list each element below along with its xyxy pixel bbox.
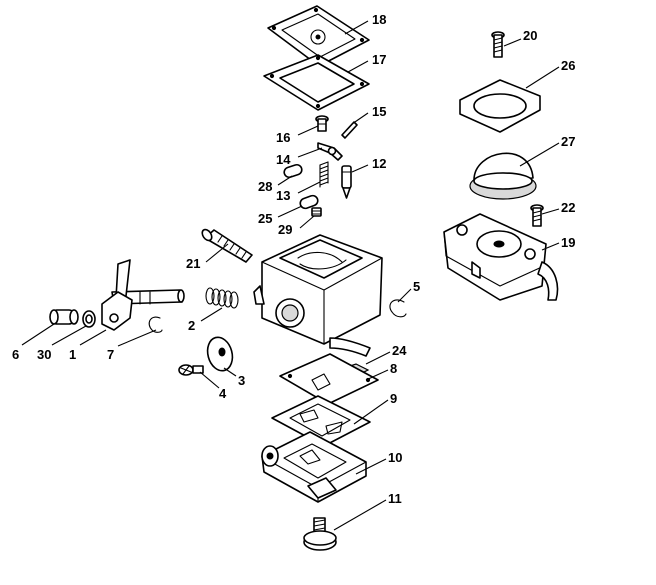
callout-9: 9 [390, 391, 397, 406]
callout-6: 6 [12, 347, 19, 362]
part-14-lever [317, 142, 343, 161]
leader-lines [21, 20, 560, 531]
callout-14: 14 [276, 152, 291, 167]
callout-1: 1 [69, 347, 76, 362]
part-15-pin [341, 121, 358, 139]
callout-2: 2 [188, 318, 195, 333]
callout-28: 28 [258, 179, 272, 194]
callout-17: 17 [372, 52, 386, 67]
part-28-pin [283, 163, 303, 179]
part-16-screw [315, 115, 329, 132]
part-30-washer [82, 310, 96, 328]
part-1-throttle-shaft [101, 259, 185, 331]
carburetor-body [253, 234, 383, 357]
callout-29: 29 [278, 222, 292, 237]
callout-11: 11 [388, 491, 402, 506]
callout-8: 8 [390, 361, 397, 376]
part-26-gasket [459, 79, 541, 133]
callout-21: 21 [186, 256, 200, 271]
part-20-screw [491, 31, 505, 58]
part-27-primer-bulb [469, 152, 537, 200]
callout-20: 20 [523, 28, 537, 43]
callout-26: 26 [561, 58, 575, 73]
part-9-gasket [271, 395, 371, 447]
callout-19: 19 [561, 235, 575, 250]
part-5-circlip [389, 299, 407, 318]
callout-15: 15 [372, 104, 386, 119]
callout-labels: 18 17 15 16 14 12 28 13 25 29 21 20 26 2… [12, 12, 575, 506]
part-22-screw [530, 204, 544, 227]
callout-30: 30 [37, 347, 51, 362]
callout-10: 10 [388, 450, 402, 465]
part-17-gasket [263, 54, 370, 111]
part-3-throttle-valve [206, 336, 234, 372]
part-6-sleeve [49, 309, 79, 325]
part-11-screw [303, 517, 337, 551]
part-7-e-clip [148, 316, 163, 333]
callout-3: 3 [238, 373, 245, 388]
part-19-pump-housing [443, 213, 559, 301]
part-25-pin [299, 194, 319, 210]
callout-22: 22 [561, 200, 575, 215]
part-29-screen [311, 207, 322, 217]
part-21-adjusting-screw [201, 228, 253, 263]
callout-7: 7 [107, 347, 114, 362]
callout-25: 25 [258, 211, 272, 226]
callout-12: 12 [372, 156, 386, 171]
part-13-spring [319, 161, 329, 188]
callout-18: 18 [372, 12, 386, 27]
callout-4: 4 [219, 386, 227, 401]
part-8-pump-diaphragm [279, 353, 379, 405]
part-18-diaphragm [267, 5, 370, 67]
callout-13: 13 [276, 188, 290, 203]
callout-24: 24 [392, 343, 407, 358]
part-12-inlet-needle [341, 165, 352, 199]
part-4-screw [178, 364, 204, 376]
callout-27: 27 [561, 134, 575, 149]
part-10-end-cover [261, 431, 367, 503]
part-2-spring [205, 287, 239, 309]
callout-5: 5 [413, 279, 420, 294]
callout-16: 16 [276, 130, 290, 145]
